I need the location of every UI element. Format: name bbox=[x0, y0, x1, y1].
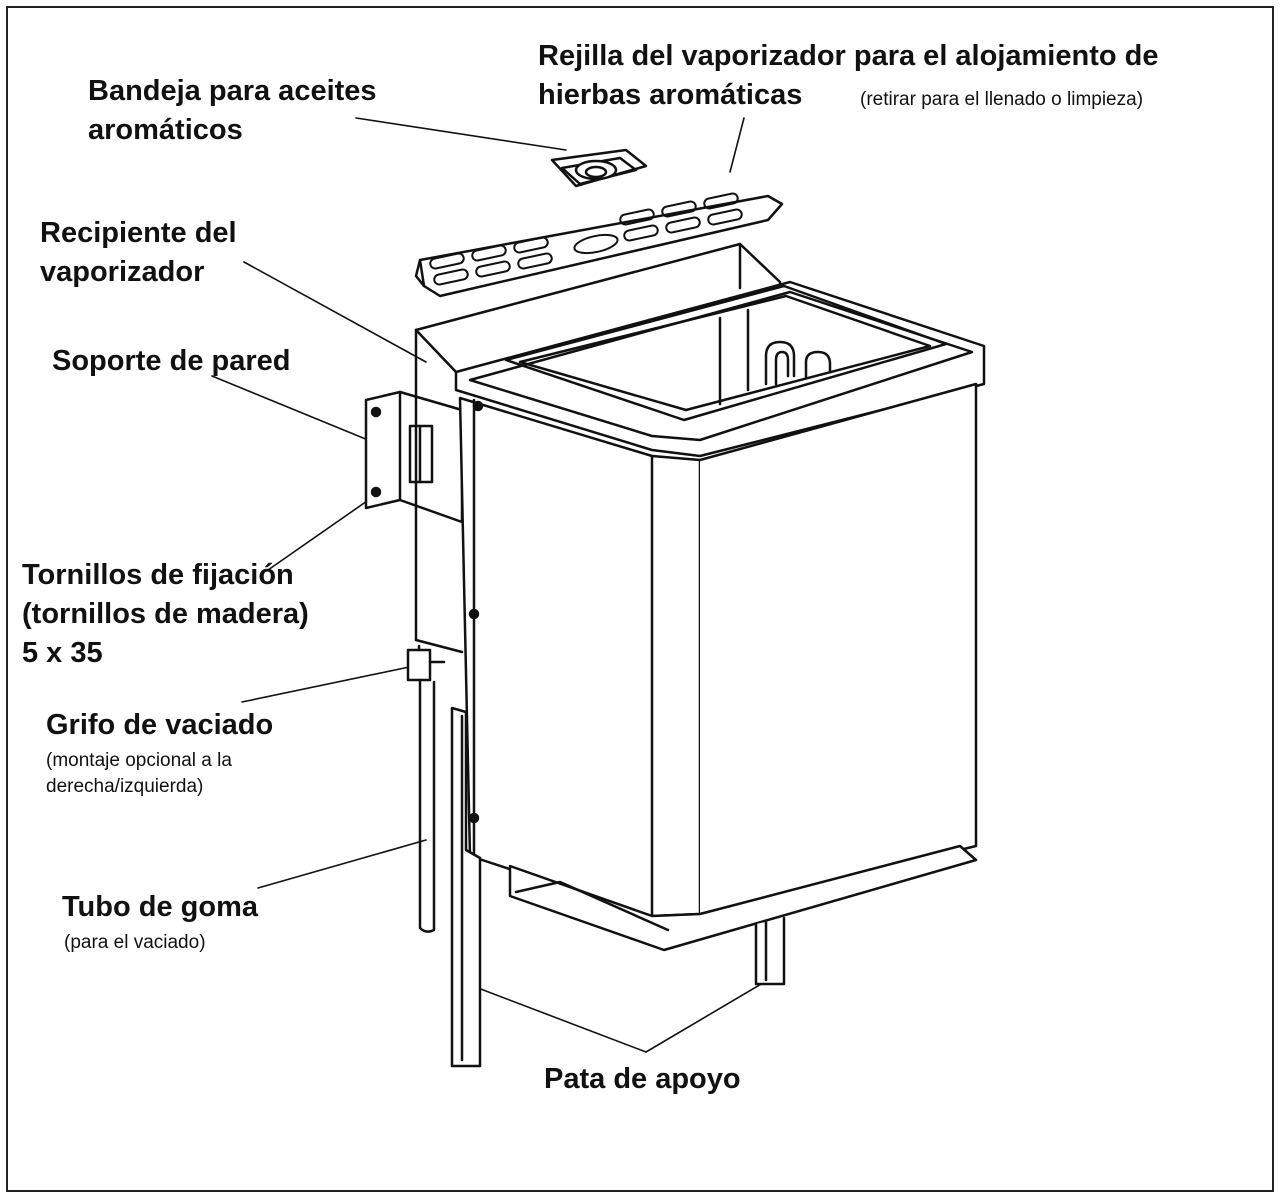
leader-pata-left bbox=[477, 987, 647, 1053]
label-tornillos-line1: Tornillos de fijación bbox=[22, 559, 294, 591]
label-grifo: Grifo de vaciado bbox=[46, 709, 274, 741]
drain-tap-and-hose bbox=[406, 644, 446, 933]
label-rejilla-line1: Rejilla del vaporizador para el alojamie… bbox=[538, 40, 1159, 72]
leader-pata-right bbox=[645, 979, 769, 1053]
label-soporte: Soporte de pared bbox=[52, 345, 291, 377]
label-bandeja-line1: Bandeja para aceites bbox=[88, 75, 377, 107]
label-recipiente-line1: Recipiente del bbox=[40, 217, 237, 249]
aroma-oil-tray bbox=[550, 148, 648, 188]
wall-bracket bbox=[364, 390, 464, 524]
leader-bandeja bbox=[355, 117, 567, 151]
label-bandeja-line2: aromáticos bbox=[88, 114, 243, 146]
label-rejilla-note: (retirar para el llenado o limpieza) bbox=[860, 89, 1144, 110]
support-legs bbox=[450, 706, 786, 1068]
label-pata: Pata de apoyo bbox=[544, 1063, 741, 1095]
herb-grate bbox=[414, 192, 784, 298]
leader-tubo bbox=[257, 839, 427, 889]
leader-grifo bbox=[241, 665, 415, 703]
heater-body bbox=[454, 280, 986, 952]
label-tubo: Tubo de goma bbox=[62, 891, 259, 923]
label-rejilla-line2: hierbas aromáticas bbox=[538, 79, 803, 111]
label-recipiente-line2: vaporizador bbox=[40, 256, 205, 288]
label-tubo-note: (para el vaciado) bbox=[64, 932, 206, 953]
leader-lines bbox=[211, 117, 769, 1053]
label-grifo-note1: (montaje opcional a la bbox=[46, 750, 232, 771]
label-grifo-note2: derecha/izquierda) bbox=[46, 776, 204, 797]
leader-recipiente bbox=[243, 261, 427, 363]
label-tornillos-line3: 5 x 35 bbox=[22, 637, 103, 669]
leader-rejilla bbox=[729, 117, 745, 173]
leader-tornillos bbox=[267, 491, 381, 571]
label-tornillos-line2: (tornillos de madera) bbox=[22, 598, 309, 630]
diagram-frame bbox=[6, 6, 1274, 1192]
leader-soporte bbox=[211, 375, 369, 441]
